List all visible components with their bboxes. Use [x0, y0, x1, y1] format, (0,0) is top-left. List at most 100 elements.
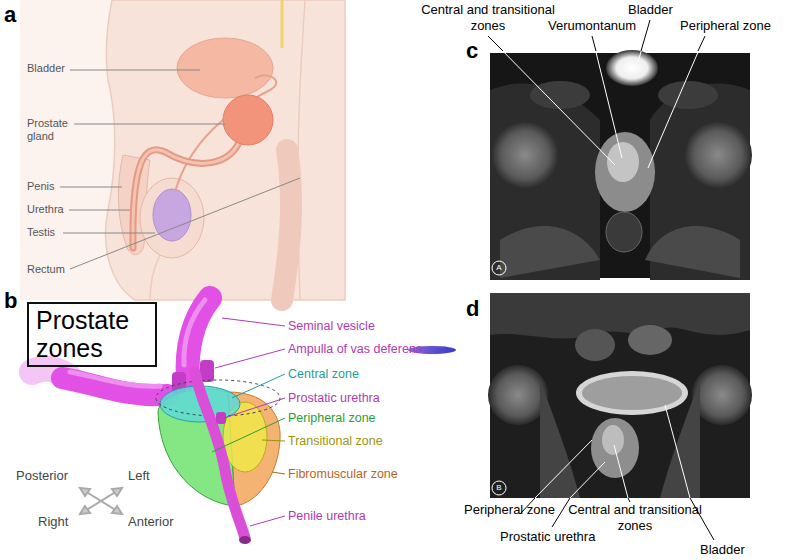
orientation-arrows	[80, 506, 90, 514]
mri-image	[684, 121, 752, 189]
prostate-zones-illustration	[184, 300, 205, 365]
leader-line	[60, 187, 122, 188]
leader-line	[224, 398, 285, 418]
structure-label: Central and transitional zones	[565, 502, 705, 533]
panel-letter: b	[4, 288, 17, 314]
orientation-arrows	[80, 488, 90, 496]
structure-label: Peripheral zone	[680, 18, 771, 34]
part-label: Bladder	[27, 62, 65, 75]
mri-image	[575, 329, 615, 361]
structure-label: Central and transitional zones	[418, 2, 558, 33]
structure-label: Bladder	[700, 542, 745, 558]
panel-letter: c	[466, 38, 478, 64]
leader-line	[232, 374, 285, 398]
mri-image	[576, 371, 688, 415]
leader-line	[535, 405, 690, 498]
mri-image	[492, 481, 506, 495]
leader-line	[592, 36, 622, 158]
leader-line	[488, 20, 705, 168]
anatomy-illustration	[106, 0, 345, 300]
mri-image	[606, 50, 658, 86]
panel-letter: a	[4, 2, 16, 28]
zone-label: Prostatic urethra	[288, 391, 380, 406]
prostate-zones-illustration	[156, 380, 280, 416]
mri-image	[488, 365, 548, 425]
mri-image	[582, 376, 682, 410]
image-marker: B	[496, 483, 501, 493]
leader-line	[570, 462, 605, 498]
leader-line	[698, 36, 705, 51]
zone-label: Fibromuscular zone	[288, 467, 398, 482]
leader-line	[70, 178, 300, 269]
leader-line	[648, 36, 705, 168]
leader-line	[638, 20, 650, 62]
mri-image	[595, 132, 655, 212]
structure-label: Prostatic urethra	[500, 529, 595, 545]
title-box: Prostate zones	[27, 302, 157, 367]
mri-image	[602, 425, 624, 455]
leader-line	[614, 445, 628, 498]
image-marker: A	[496, 263, 501, 273]
prostate-zones-illustration	[70, 372, 160, 386]
mri-image	[490, 83, 600, 280]
orientation-arrows	[80, 488, 122, 514]
structure-label: Verumontanum	[548, 18, 636, 34]
zone-label: Peripheral zone	[288, 411, 376, 426]
mri-image	[692, 365, 752, 425]
leader-line	[665, 405, 690, 498]
leader-line	[212, 418, 285, 452]
mri-image	[492, 261, 506, 275]
zone-label: Penile urethra	[288, 509, 366, 524]
leader-line	[488, 36, 615, 165]
leader-line	[628, 498, 630, 502]
leader-line	[63, 233, 155, 234]
panel-letter: d	[466, 296, 479, 322]
orientation-arrows	[80, 488, 122, 514]
anatomy-illustration	[133, 135, 242, 248]
box-title: Prostate zones	[36, 307, 148, 362]
anatomy-illustration	[223, 95, 273, 145]
prostate-zones-illustration	[32, 298, 456, 544]
zone-label: Seminal vesicle	[288, 319, 375, 334]
leader-line	[70, 70, 200, 71]
anatomy-illustration	[177, 38, 273, 98]
mri-image	[490, 50, 752, 280]
anatomy-illustration	[153, 189, 191, 241]
leader-line	[535, 440, 592, 498]
anatomy-illustration	[133, 135, 242, 248]
mri-image	[491, 121, 559, 189]
leader-line	[250, 516, 285, 526]
zone-label: Transitional zone	[288, 434, 383, 449]
prostate-zones-illustration	[239, 536, 251, 544]
part-label: Testis	[27, 226, 55, 239]
mri-image	[530, 81, 590, 109]
structure-label: Peripheral zone	[464, 502, 555, 518]
leader-line	[69, 210, 130, 211]
mri-image	[500, 226, 600, 278]
part-label: Urethra	[27, 203, 64, 216]
part-label: Penis	[27, 180, 55, 193]
leader-line	[60, 70, 300, 269]
direction-label: Left	[128, 468, 150, 484]
anatomy-illustration	[140, 178, 204, 258]
anatomy-illustration	[281, 0, 284, 48]
leader-line	[212, 318, 285, 526]
direction-label: Anterior	[128, 514, 174, 530]
leader-line	[641, 20, 650, 51]
leader-line	[74, 124, 225, 125]
leader-line	[222, 318, 285, 326]
structure-label: Bladder	[628, 2, 673, 18]
anatomy-illustration	[20, 0, 345, 300]
prostate-zones-illustration	[195, 372, 245, 538]
leader-line	[272, 472, 285, 474]
mri-image	[658, 81, 718, 109]
zone-label: Central zone	[288, 367, 359, 382]
mri-image	[490, 293, 750, 339]
mri-image	[645, 226, 740, 278]
leader-line	[592, 36, 596, 51]
direction-label: Right	[38, 514, 68, 530]
leader-line	[262, 440, 285, 441]
zone-label: Ampulla of vas deferens	[288, 342, 422, 357]
anatomy-illustration	[20, 0, 345, 300]
